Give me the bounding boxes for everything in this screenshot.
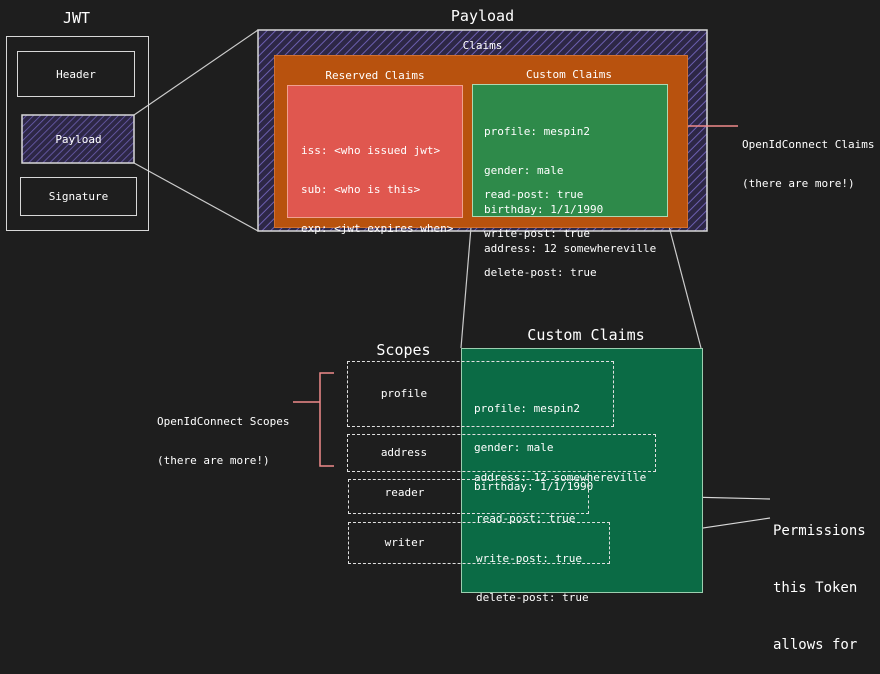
custom-claim-line: gender: male — [484, 164, 564, 177]
scope-profile-claims: profile: mespin2 gender: male birthday: … — [474, 376, 593, 506]
custom-claims-title: Custom Claims — [525, 67, 613, 81]
claims-label: Claims — [462, 38, 503, 52]
reserved-claims-box: iss: <who issued jwt> sub: <who is this>… — [287, 85, 463, 235]
jwt-signature-part: Signature — [20, 177, 137, 216]
scope-writer-label: writer — [384, 535, 425, 549]
oidc-scopes-note-line: (there are more!) — [157, 454, 270, 467]
scope-claim-line: delete-post: true — [476, 591, 589, 604]
scope-claim-line: address: 12 somewhereville — [474, 471, 647, 484]
oidc-scopes-note-line: OpenIdConnect Scopes — [157, 415, 290, 428]
scope-address-box — [347, 434, 656, 472]
payload-title: Payload — [450, 7, 515, 25]
permissions-note-line: this Token — [773, 580, 858, 596]
custom-claim-line: profile: mespin2 — [484, 125, 590, 138]
oidc-scopes-bracket — [319, 372, 334, 467]
jwt-title: JWT — [62, 9, 91, 27]
scope-address-claims: address: 12 somewhereville — [474, 445, 646, 497]
scope-profile-box — [347, 361, 614, 427]
scope-claim-line: write-post: true — [476, 552, 582, 565]
reserved-claims-title: Reserved Claims — [325, 68, 425, 82]
scope-reader-box — [348, 479, 589, 514]
custom-claims-big-title: Custom Claims — [527, 326, 645, 344]
oidc-claims-note: OpenIdConnect Claims (there are more!) — [742, 112, 874, 203]
reserved-line: iss: <who issued jwt> — [301, 144, 441, 157]
scope-claim-line: profile: mespin2 — [474, 402, 580, 415]
oidc-claims-note-line: OpenIdConnect Claims — [742, 138, 875, 151]
scope-address-label: address — [380, 445, 428, 459]
jwt-payload-box — [21, 114, 135, 164]
scope-claim-line: birthday: 1/1/1990 — [474, 480, 594, 493]
oidc-claims-note-line: (there are more!) — [742, 177, 855, 190]
custom-claim-line: address: 12 somewhereville — [484, 242, 657, 255]
scopes-title: Scopes — [376, 341, 431, 359]
permissions-note-line: allows for — [773, 637, 858, 653]
custom-claim-line: birthday: 1/1/1990 — [484, 203, 604, 216]
scope-writer-claims: write-post: true delete-post: true — [476, 526, 589, 617]
scope-claim-line: gender: male — [474, 441, 554, 454]
custom-claim-line: read-post: true — [484, 188, 584, 201]
scope-profile-label: profile — [380, 386, 428, 400]
scope-reader-label: reader — [384, 485, 425, 499]
custom-claim-line: delete-post: true — [484, 266, 597, 279]
jwt-header-part: Header — [17, 51, 135, 97]
custom-claims-big-box — [461, 348, 703, 593]
scope-reader-claims: read-post: true — [476, 486, 575, 538]
scope-claim-line: read-post: true — [476, 512, 576, 525]
scope-writer-box — [348, 522, 610, 564]
oidc-scopes-note: OpenIdConnect Scopes (there are more!) — [157, 389, 289, 480]
custom-claims-box: profile: mespin2 gender: male birthday: … — [472, 84, 668, 279]
permissions-note: Permissions this Token allows for — [773, 484, 866, 674]
jwt-container — [6, 36, 149, 231]
reserved-line: exp: <jwt expires when> — [301, 222, 454, 235]
permissions-note-line: Permissions — [773, 523, 866, 539]
reserved-line: sub: <who is this> — [301, 183, 421, 196]
custom-claim-line: write-post: true — [484, 227, 590, 240]
jwt-payload-part: Payload — [55, 132, 102, 146]
